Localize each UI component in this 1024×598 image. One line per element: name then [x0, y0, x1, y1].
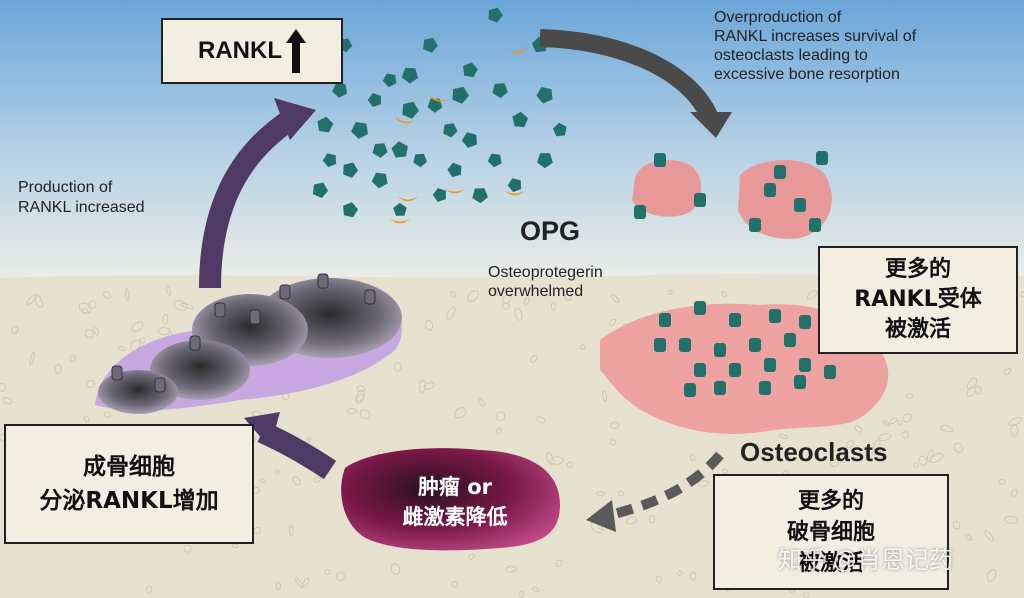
osteoclast-precursors: [632, 159, 832, 239]
overproduction-text: Overproduction of RANKL increases surviv…: [714, 9, 917, 83]
rankl-molecule-icon: [461, 132, 477, 148]
rankl-molecule-icon: [413, 153, 427, 168]
rankl-molecule-icon: [317, 116, 334, 133]
opg-molecule-icon: [395, 116, 415, 124]
arrow-to-osteoclasts: [539, 29, 719, 122]
osteoblast-text: 成骨细胞 分泌RANKL增加: [39, 454, 219, 514]
receptor-icon: [749, 218, 761, 232]
rankl-molecule-icon: [488, 7, 503, 23]
receptor-icon: [759, 381, 771, 395]
arrow-tumor-to-osteoblast-head: [244, 412, 280, 448]
rankl-molecule-icon: [402, 101, 419, 119]
rankl-molecule-icon: [447, 162, 462, 178]
opg-molecule-icon: [428, 93, 448, 102]
receptor-icon: [816, 151, 828, 165]
opg-molecule-icon: [508, 46, 528, 54]
receptor-icon: [764, 183, 776, 197]
receptor-icon: [809, 218, 821, 232]
arrow-to-osteoclasts-head: [690, 112, 732, 138]
receptor-icon: [799, 315, 811, 329]
rankl-molecule-icon: [322, 153, 337, 168]
receptor-icon: [784, 333, 796, 347]
rankl-molecule-icon: [507, 178, 522, 193]
receptor-icon: [824, 365, 836, 379]
rankl-molecule-icon: [351, 122, 368, 139]
rankl-molecule-icon: [432, 188, 446, 202]
production-text: Production of RANKL increased: [18, 179, 145, 216]
receptor-icon: [634, 205, 646, 219]
rankl-molecule-icon: [371, 172, 388, 189]
arrow-osteoclasts-to-tumor-head: [586, 500, 616, 532]
arrow-up-icon: [286, 29, 306, 73]
receptor-icon: [799, 358, 811, 372]
receptor-icon: [714, 343, 726, 357]
receptor-icon: [694, 193, 706, 207]
rankl-molecule-icon: [423, 37, 438, 53]
more-osteoclasts-box: 更多的 破骨细胞 被激活: [713, 474, 949, 590]
tumor-label: 肿瘤 or 雌激素降低: [402, 475, 508, 529]
opg-overwhelmed-text: Osteoprotegerin overwhelmed: [488, 264, 603, 300]
rankl-molecule-icon: [492, 83, 508, 99]
receptor-icon: [774, 165, 786, 179]
rankl-molecule-icon: [487, 153, 502, 168]
rankl-molecule-icon: [372, 143, 388, 158]
rankl-molecule-icon: [512, 111, 529, 128]
rankl-molecule-icon: [537, 153, 553, 169]
receptor-icon: [714, 381, 726, 395]
rankl-receptor-box: 更多的 RANKL受体 被激活: [818, 246, 1018, 354]
rankl-molecule-icon: [463, 62, 478, 78]
receptor-icon: [659, 313, 671, 327]
arrow-production-up-head: [274, 98, 316, 140]
arrow-production-up: [199, 110, 297, 289]
receptor-icon: [694, 301, 706, 315]
rankl-up-box: RANKL: [161, 18, 343, 84]
osteoblast-box: 成骨细胞 分泌RANKL增加: [4, 424, 254, 544]
rankl-molecule-icon: [443, 123, 458, 138]
rankl-molecule-icon: [382, 73, 397, 88]
osteoclasts-label: Osteoclasts: [740, 437, 888, 467]
rankl-up-label: RANKL: [198, 37, 282, 64]
receptor-icon: [749, 338, 761, 352]
opg-molecule-icon: [390, 218, 410, 224]
osteoblast-cells: [95, 273, 402, 414]
osteoclast-active: [600, 303, 889, 435]
rankl-molecule-icon: [536, 87, 553, 104]
rankl-molecule-icon: [452, 86, 469, 104]
opg-label: OPG: [520, 216, 581, 246]
opg-molecule-icon: [505, 190, 525, 196]
receptor-icon: [684, 383, 696, 397]
rankl-molecule-icon: [312, 182, 329, 198]
rankl-molecule-icon: [343, 202, 358, 218]
receptor-icon: [654, 153, 666, 167]
rankl-opg-particles: [312, 7, 567, 224]
rankl-molecule-icon: [367, 93, 381, 107]
receptor-icon: [654, 338, 666, 352]
arrow-osteoclasts-to-tumor: [608, 451, 724, 520]
rankl-molecule-icon: [472, 188, 488, 204]
receptor-icon: [794, 198, 806, 212]
rankl-molecule-icon: [401, 67, 419, 84]
rankl-molecule-icon: [343, 162, 359, 178]
tumor-blob: [341, 448, 560, 551]
rankl-molecule-icon: [332, 83, 348, 98]
receptor-icon: [694, 363, 706, 377]
opg-molecule-icon: [445, 188, 465, 194]
rankl-molecule-icon: [391, 141, 408, 158]
rankl-receptors: [634, 151, 836, 397]
more-osteoclasts-text: 更多的 破骨细胞 被激活: [786, 488, 875, 576]
receptor-icon: [679, 338, 691, 352]
rankl-molecule-icon: [393, 202, 407, 216]
rankl-molecule-icon: [427, 98, 443, 113]
rankl-molecule-icon: [552, 122, 567, 137]
receptor-icon: [729, 363, 741, 377]
receptor-icon: [729, 313, 741, 327]
receptor-icon: [764, 358, 776, 372]
receptor-icon: [769, 309, 781, 323]
rankl-receptor-text: 更多的 RANKL受体 被激活: [854, 257, 982, 342]
receptor-icon: [794, 375, 806, 389]
opg-molecule-icon: [398, 196, 418, 202]
watermark: 知乎 @肖恩记药: [778, 547, 954, 574]
